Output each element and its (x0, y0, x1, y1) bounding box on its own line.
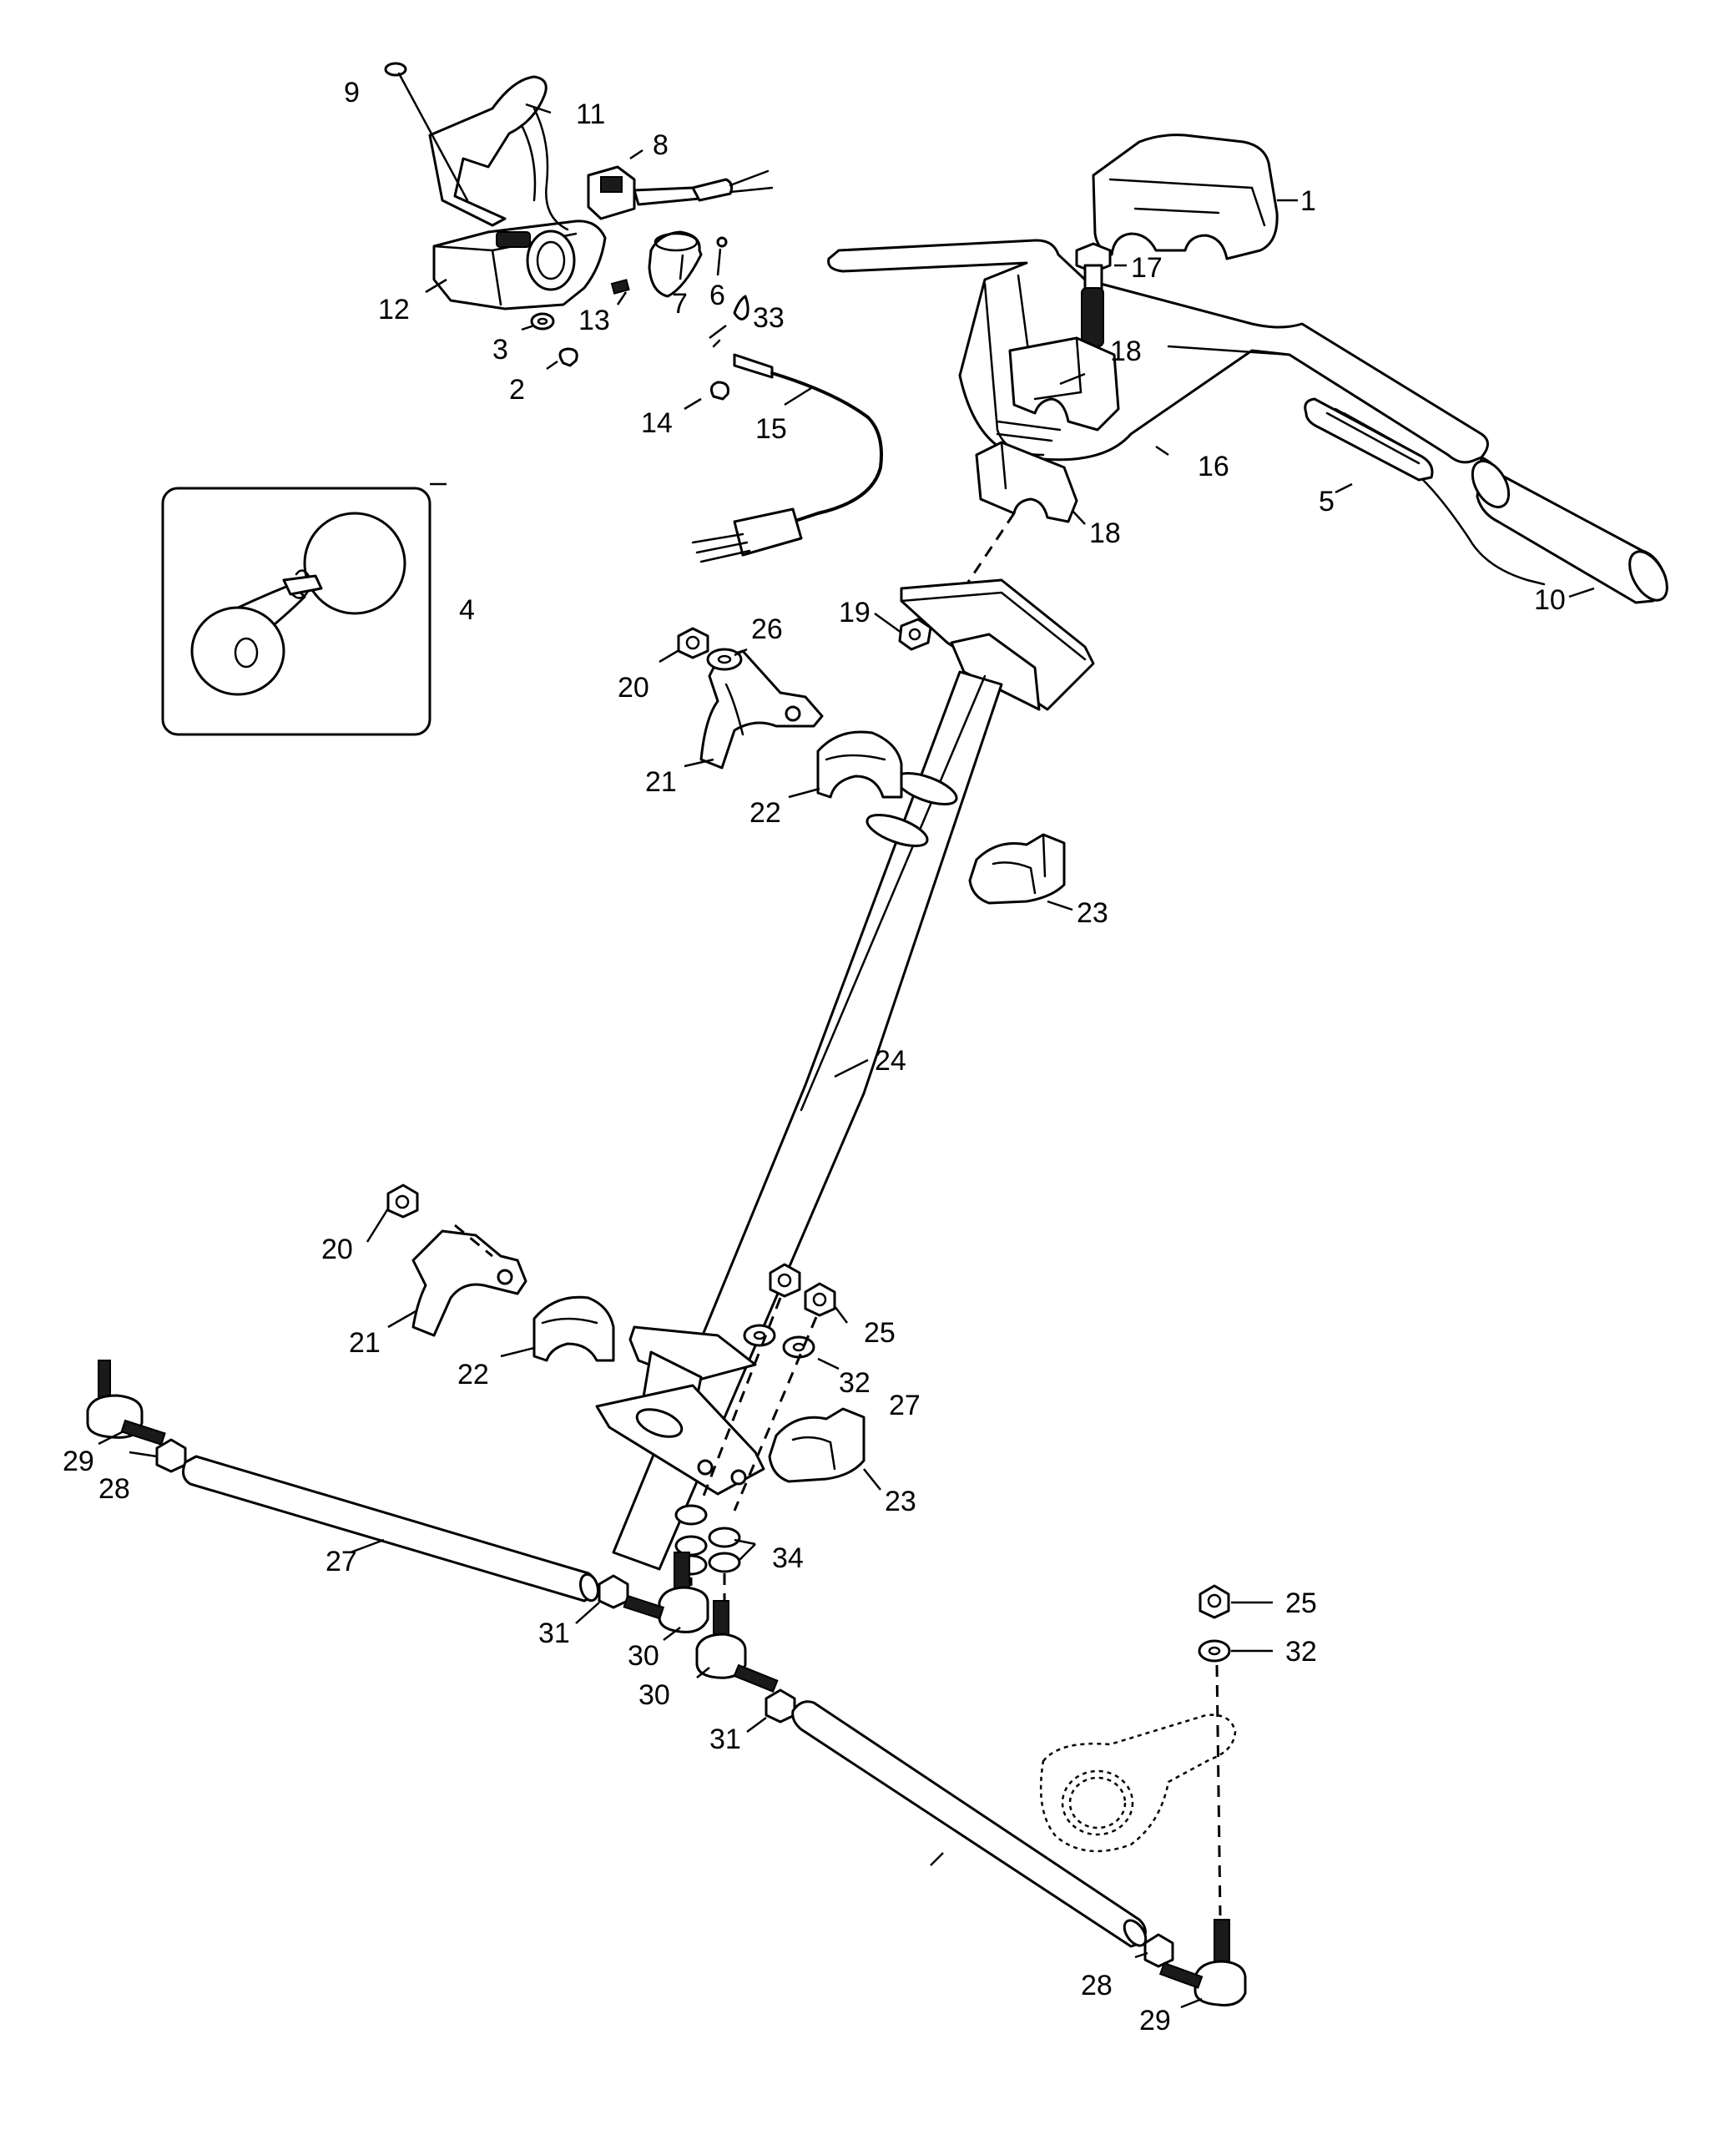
steering-arm-reference (1039, 1713, 1237, 1853)
handlebar-grip (1471, 456, 1668, 604)
callout-23a: 23 (1077, 897, 1108, 929)
leader-lines (98, 103, 1595, 2009)
callout-3: 3 (492, 334, 508, 366)
callout-9: 9 (344, 77, 360, 109)
tie-rod-end (623, 1552, 709, 1633)
throttle-lever (428, 75, 569, 231)
nut (386, 1184, 419, 1219)
nut (898, 618, 932, 651)
handlebar-pad (1092, 134, 1279, 260)
clip (709, 381, 729, 401)
bushing-half (816, 730, 903, 799)
callout-21a: 21 (645, 766, 677, 798)
callout-13: 13 (578, 305, 610, 336)
horn-inset (161, 487, 431, 736)
callout-20a: 20 (618, 672, 649, 704)
callout-34: 34 (772, 1542, 804, 1574)
nut (1199, 1584, 1230, 1619)
callout-7: 7 (672, 288, 688, 320)
grease-drop (733, 295, 749, 320)
washer (706, 648, 743, 671)
tie-rod (791, 1700, 1148, 1948)
callout-33: 33 (753, 302, 785, 334)
callout-27a: 27 (326, 1546, 357, 1577)
bolt-guide-line (699, 1297, 782, 1503)
arm-guide-line (1215, 1664, 1222, 1916)
callout-24: 24 (875, 1045, 906, 1077)
bracket-guide-line (454, 1224, 493, 1258)
washer (782, 1335, 815, 1359)
callout-17: 17 (1131, 252, 1163, 284)
callout-26: 26 (751, 613, 783, 645)
screw (610, 279, 630, 295)
callout-32b: 32 (1285, 1636, 1317, 1668)
screw (384, 62, 469, 202)
nut (677, 627, 709, 659)
callout-25a: 25 (864, 1317, 896, 1349)
bushing-half (532, 1295, 615, 1362)
callout-22a: 22 (749, 797, 781, 829)
bolt-guide-line (733, 1316, 818, 1512)
bushing-housing (768, 1407, 865, 1483)
lower-clamp (975, 420, 1078, 523)
callout-22b: 22 (457, 1359, 489, 1390)
circlip (558, 347, 578, 367)
callout-30b: 30 (638, 1679, 670, 1711)
steering-column (595, 578, 1095, 1571)
callout-4: 4 (459, 594, 475, 626)
nut (769, 1263, 801, 1298)
callout-28b: 28 (1081, 1970, 1113, 2001)
grip-heater-element (1304, 397, 1546, 586)
callout-19: 19 (839, 597, 871, 628)
callout-27b: 27 (889, 1390, 921, 1421)
washer (743, 1324, 776, 1347)
callout-32a: 32 (839, 1367, 871, 1399)
nut (804, 1282, 836, 1317)
tie-rod-end (86, 1360, 166, 1446)
lens (648, 230, 703, 298)
lower-bracket (411, 1224, 527, 1337)
callout-29b: 29 (1139, 2005, 1171, 2036)
jam-nut (1143, 1933, 1174, 1968)
callout-8: 8 (653, 129, 669, 161)
callout-6: 6 (709, 280, 725, 311)
callout-25b: 25 (1285, 1587, 1317, 1619)
callout-2: 2 (509, 374, 525, 406)
callout-28a: 28 (98, 1473, 130, 1505)
callout-5: 5 (1319, 486, 1335, 517)
tie-rod-end (695, 1600, 779, 1693)
callout-18b: 18 (1089, 517, 1121, 549)
callout-23b: 23 (885, 1486, 916, 1517)
upper-bracket (699, 649, 824, 770)
callout-30a: 30 (628, 1640, 659, 1672)
callout-11: 11 (576, 98, 605, 130)
callout-29a: 29 (63, 1446, 94, 1477)
bushing-housing (968, 833, 1066, 905)
tie-rod-end (1158, 1919, 1247, 2006)
jam-nut (598, 1574, 629, 1609)
upper-clamp (1008, 336, 1120, 432)
callout-1: 1 (1300, 185, 1316, 217)
callout-14: 14 (641, 407, 673, 439)
callout-15: 15 (755, 413, 787, 445)
washer (1198, 1639, 1231, 1663)
bulb (716, 236, 728, 248)
callout-20b: 20 (321, 1234, 353, 1265)
callout-31a: 31 (538, 1618, 570, 1649)
callout-21b: 21 (349, 1327, 381, 1359)
callout-18a: 18 (1110, 336, 1142, 367)
tie-rod (182, 1455, 600, 1602)
jam-nut (155, 1438, 187, 1473)
jam-nut (765, 1688, 796, 1724)
callout-labels: 1 2 3 4 5 6 7 8 9 10 11 12 13 14 15 16 1… (63, 77, 1566, 2036)
callout-12: 12 (378, 294, 410, 326)
callout-10: 10 (1534, 584, 1566, 616)
callout-16: 16 (1198, 451, 1229, 482)
washer (530, 312, 555, 331)
switch-housing (432, 220, 607, 310)
callout-31b: 31 (709, 1724, 741, 1755)
switch-connector (587, 165, 774, 220)
throttle-cable (691, 339, 883, 563)
